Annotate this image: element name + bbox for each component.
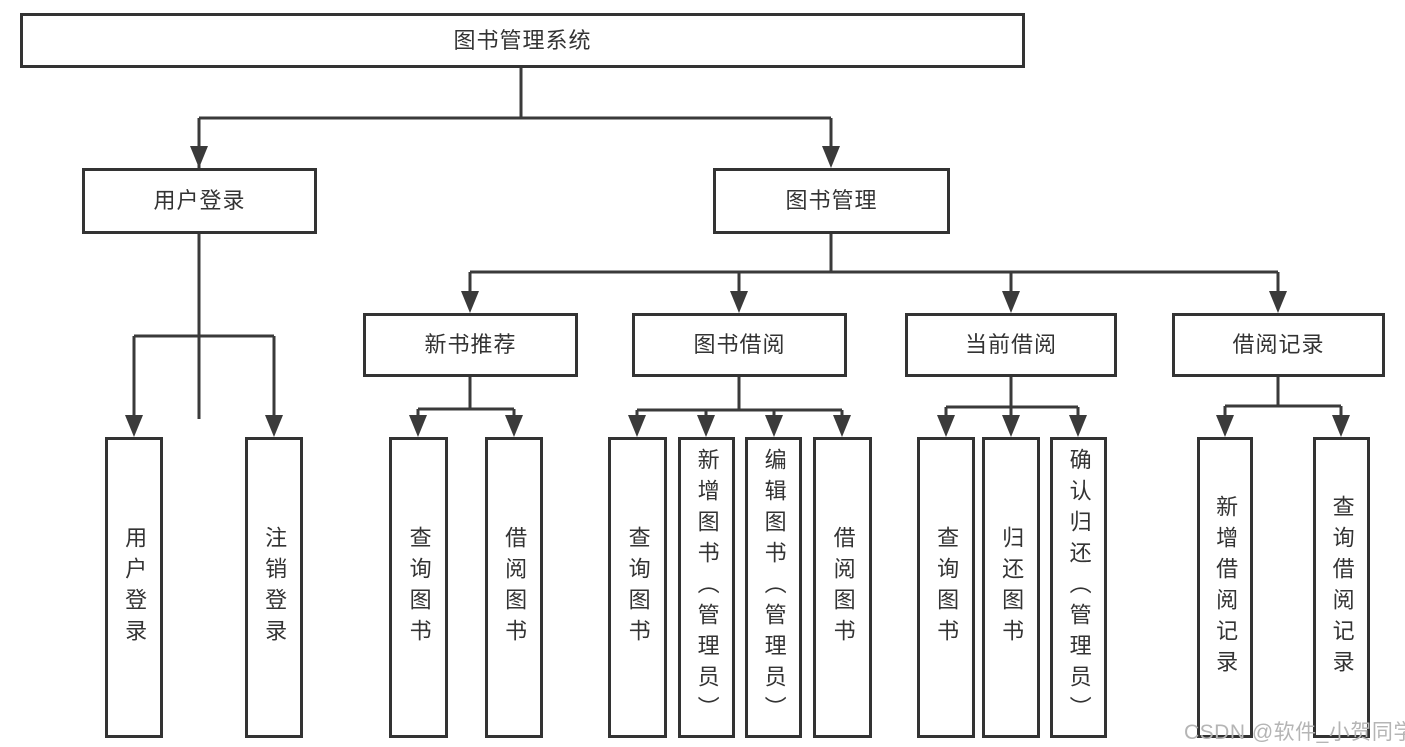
leaf-user-login: 用户登录 xyxy=(105,437,163,738)
wire-borrowing-to-leaves xyxy=(635,377,844,423)
arrow-to-leaf-br-add xyxy=(1216,415,1234,437)
arrow-to-leaf-nbr-borrow xyxy=(505,415,523,437)
arrow-to-leaf-bb-borrow xyxy=(833,415,851,437)
leaf-br-add-record-label: 新增借阅记录 xyxy=(1213,494,1239,681)
wire-current-to-leaves xyxy=(944,377,1080,423)
arrow-to-leaf-br-query xyxy=(1332,415,1350,437)
leaf-bb-edit-books-admin-label: 编辑图书（管理员） xyxy=(761,448,787,727)
arrow-to-leaf-cb-return xyxy=(1002,415,1020,437)
arrow-to-leaf-cb-query xyxy=(937,415,955,437)
leaf-nbr-query-books: 查询图书 xyxy=(389,437,448,738)
arrow-to-leaf-bb-query xyxy=(628,415,646,437)
leaf-bb-query-books: 查询图书 xyxy=(608,437,667,738)
node-current-borrowing: 当前借阅 xyxy=(905,313,1117,377)
leaf-cb-return-books-label: 归还图书 xyxy=(999,525,1025,650)
leaf-br-query-record: 查询借阅记录 xyxy=(1313,437,1370,738)
node-user-login-branch: 用户登录 xyxy=(82,168,317,234)
node-borrowing-records: 借阅记录 xyxy=(1172,313,1385,377)
arrow-to-current-borrowing xyxy=(1002,291,1020,313)
leaf-cb-confirm-return-admin: 确认归还（管理员） xyxy=(1050,437,1107,738)
node-book-borrowing-label: 图书借阅 xyxy=(693,332,786,357)
wire-records-to-leaves xyxy=(1223,377,1343,423)
leaf-nbr-query-books-label: 查询图书 xyxy=(406,525,432,650)
leaf-nbr-borrow-books-label: 借阅图书 xyxy=(502,525,528,650)
leaf-cb-query-books-label: 查询图书 xyxy=(934,525,960,650)
leaf-bb-borrow-books-label: 借阅图书 xyxy=(830,525,856,650)
arrow-to-leaf-bb-edit xyxy=(765,415,783,437)
arrow-to-leaf-nbr-query xyxy=(409,415,427,437)
arrow-to-new-book-recommend xyxy=(461,291,479,313)
leaf-logout-label: 注销登录 xyxy=(262,525,288,650)
leaf-bb-add-books-admin: 新增图书（管理员） xyxy=(678,437,735,738)
node-current-borrowing-label: 当前借阅 xyxy=(964,332,1057,357)
node-borrowing-records-label: 借阅记录 xyxy=(1232,332,1325,357)
wire-newbook-to-leaves xyxy=(416,377,516,423)
leaf-bb-query-books-label: 查询图书 xyxy=(625,525,651,650)
node-system-root: 图书管理系统 xyxy=(20,13,1025,68)
arrow-to-borrowing-records xyxy=(1269,291,1287,313)
wire-bookmgmt-to-level3 xyxy=(468,234,1280,299)
arrow-to-book-management xyxy=(822,146,840,168)
arrow-to-leaf-logout xyxy=(265,415,283,437)
leaf-cb-return-books: 归还图书 xyxy=(982,437,1040,738)
node-new-book-recommend-label: 新书推荐 xyxy=(424,332,517,357)
node-user-login-branch-label: 用户登录 xyxy=(153,188,246,213)
arrow-to-leaf-cb-confirm xyxy=(1069,415,1087,437)
leaf-cb-query-books: 查询图书 xyxy=(917,437,975,738)
node-book-management-label: 图书管理 xyxy=(785,188,878,213)
leaf-bb-edit-books-admin: 编辑图书（管理员） xyxy=(745,437,802,738)
arrow-to-book-borrowing xyxy=(730,291,748,313)
leaf-nbr-borrow-books: 借阅图书 xyxy=(485,437,543,738)
leaf-br-query-record-label: 查询借阅记录 xyxy=(1329,494,1355,681)
arrow-to-leaf-user-login xyxy=(125,415,143,437)
csdn-watermark: CSDN @软件_小贺同学 xyxy=(1184,721,1405,744)
leaf-logout: 注销登录 xyxy=(245,437,303,738)
node-book-management: 图书管理 xyxy=(713,168,950,234)
leaf-br-add-record: 新增借阅记录 xyxy=(1197,437,1253,738)
arrow-to-leaf-bb-add xyxy=(697,415,715,437)
leaf-bb-borrow-books: 借阅图书 xyxy=(813,437,872,738)
node-book-borrowing: 图书借阅 xyxy=(632,313,847,377)
node-new-book-recommend: 新书推荐 xyxy=(363,313,578,377)
arrow-to-user-login-branch xyxy=(190,146,208,168)
wire-userlogin-to-leaves xyxy=(132,234,276,423)
leaf-bb-add-books-admin-label: 新增图书（管理员） xyxy=(694,448,720,727)
node-system-root-label: 图书管理系统 xyxy=(453,27,592,53)
leaf-cb-confirm-return-admin-label: 确认归还（管理员） xyxy=(1066,448,1092,727)
leaf-user-login-label: 用户登录 xyxy=(122,525,148,650)
